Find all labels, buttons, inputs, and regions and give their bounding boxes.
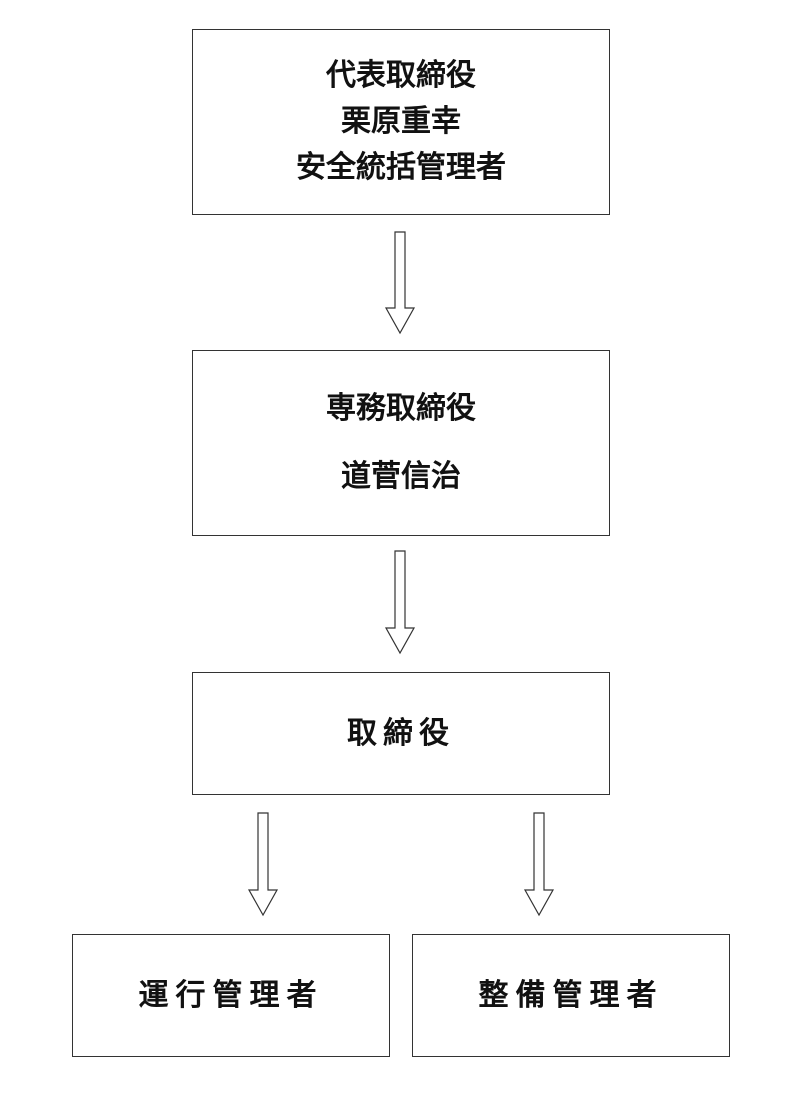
president-box: 代表取締役 栗原重幸 安全統括管理者 [192,29,610,215]
president-name: 栗原重幸 [341,104,461,139]
director-box: 取締役 [192,672,610,795]
president-title: 代表取締役 [326,58,476,93]
arrow-down-icon [247,812,279,917]
arrow-down-icon [384,550,416,655]
managing-director-name: 道菅信治 [341,459,461,494]
operations-manager-title: 運行管理者 [138,977,324,1013]
director-title: 取締役 [347,715,455,751]
maintenance-manager-title: 整備管理者 [478,977,664,1013]
president-role: 安全統括管理者 [296,150,506,185]
managing-director-title: 専務取締役 [326,391,476,426]
arrow-down-icon [384,231,416,335]
maintenance-manager-box: 整備管理者 [412,934,730,1057]
arrow-down-icon [523,812,555,917]
managing-director-box: 専務取締役 道菅信治 [192,350,610,536]
operations-manager-box: 運行管理者 [72,934,390,1057]
